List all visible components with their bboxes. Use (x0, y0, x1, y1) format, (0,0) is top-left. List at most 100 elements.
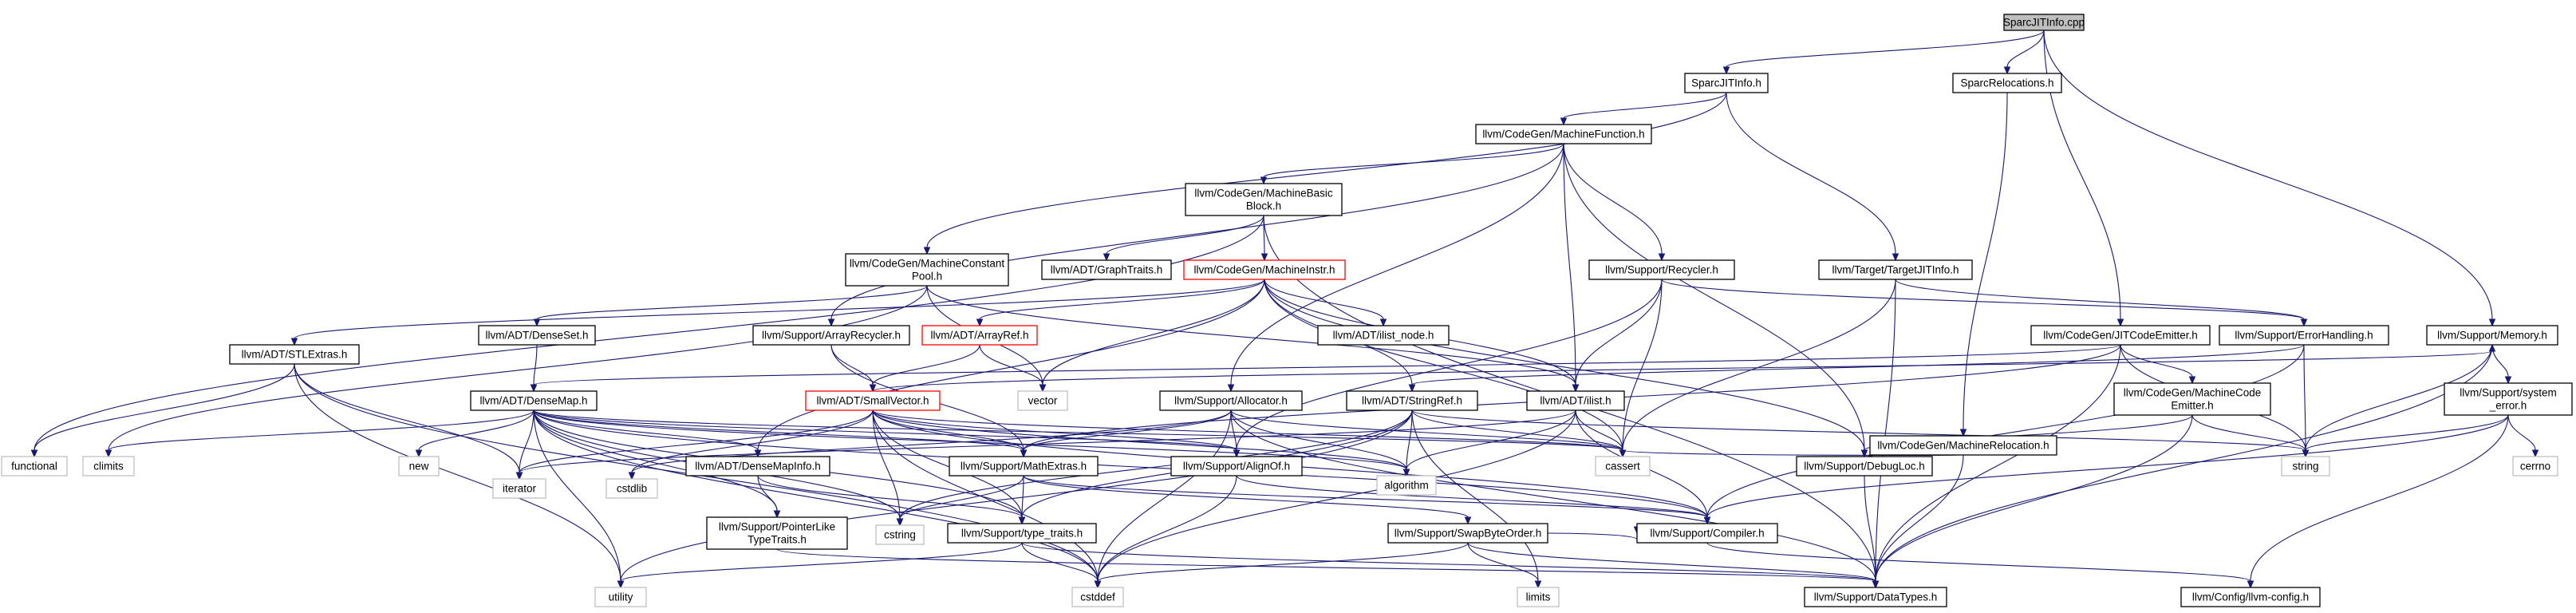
node-label: climits (93, 461, 124, 473)
node-sparcjitinfo_h[interactable]: SparcJITInfo.h (1684, 73, 1769, 93)
node-ilist_node[interactable]: llvm/ADT/ilist_node.h (1317, 325, 1450, 346)
node-label: SparcRelocations.h (1960, 77, 2053, 89)
edge-system_error-to-cerrno (2507, 414, 2539, 458)
node-box (1159, 390, 1303, 411)
node-machinefunction[interactable]: llvm/CodeGen/MachineFunction.h (1475, 124, 1652, 144)
edge-machineconstantpool-to-denseset (533, 285, 928, 327)
edge-system_error-to-string (2302, 414, 2509, 458)
node-climits[interactable]: climits (82, 456, 135, 477)
node-llvm_config[interactable]: llvm/Config/llvm-config.h (2180, 587, 2321, 607)
node-sparcrelocations_h[interactable]: SparcRelocations.h (1952, 73, 2062, 93)
node-functional[interactable]: functional (1, 456, 68, 477)
edge-denseset-to-densemap (530, 344, 538, 393)
node-label: llvm/CodeGen/MachineConstant (850, 258, 1005, 270)
edge-machineinstr-to-ilist_node (1264, 279, 1387, 327)
node-machineinstr[interactable]: llvm/CodeGen/MachineInstr.h (1183, 259, 1346, 280)
edge-ilist-to-iterator (515, 409, 1576, 481)
node-compiler[interactable]: llvm/Support/Compiler.h (1636, 523, 1778, 544)
node-label: llvm/Support/AlignOf.h (1183, 461, 1290, 473)
edge-type_traits-to-utility (617, 542, 1023, 589)
node-box (82, 456, 135, 477)
node-algorithm[interactable]: algorithm (1376, 475, 1437, 496)
node-datatypes[interactable]: llvm/Support/DataTypes.h (1804, 587, 1947, 607)
node-recycler[interactable]: llvm/Support/Recycler.h (1588, 259, 1735, 280)
node-iterator[interactable]: iterator (492, 478, 546, 499)
node-mathextras[interactable]: llvm/Support/MathExtras.h (949, 456, 1099, 477)
node-label: llvm/Support/Memory.h (2437, 330, 2547, 342)
node-box (2512, 456, 2558, 477)
node-memory[interactable]: llvm/Support/Memory.h (2426, 325, 2558, 346)
node-label: llvm/ADT/StringRef.h (1362, 395, 1462, 407)
node-label: llvm/ADT/GraphTraits.h (1051, 264, 1163, 276)
edge-machineinstr-to-vector (1039, 279, 1265, 393)
node-system_error[interactable]: llvm/Support/system_error.h (2444, 382, 2573, 416)
edge-alignof-to-compiler (1236, 475, 1711, 525)
node-box (685, 456, 830, 477)
node-box (752, 325, 910, 346)
node-denseset[interactable]: llvm/ADT/DenseSet.h (478, 325, 596, 346)
node-densemap[interactable]: llvm/ADT/DenseMap.h (470, 390, 598, 411)
node-box (1317, 325, 1450, 346)
edge-swapbyteorder-to-compiler (1547, 526, 1641, 540)
node-swapbyteorder[interactable]: llvm/Support/SwapByteOrder.h (1387, 523, 1548, 544)
node-limits[interactable]: limits (1517, 587, 1560, 607)
node-label: utility (609, 591, 633, 603)
node-label: vector (1028, 395, 1058, 407)
edge-alignof-to-cstddef (1094, 475, 1237, 589)
node-box (2219, 325, 2389, 346)
node-new[interactable]: new (398, 456, 440, 477)
node-ilist[interactable]: llvm/ADT/ilist.h (1526, 390, 1625, 411)
node-alignof[interactable]: llvm/Support/AlignOf.h (1170, 456, 1303, 477)
node-label: llvm/Support/Recycler.h (1605, 264, 1718, 276)
edge-swapbyteorder-to-limits (1467, 542, 1542, 589)
edge-allocator-to-cstdlib (628, 409, 1232, 481)
node-type_traits[interactable]: llvm/Support/type_traits.h (947, 523, 1097, 544)
node-label: TypeTraits.h (748, 534, 807, 546)
node-targetjitinfo[interactable]: llvm/Target/TargetJITInfo.h (1818, 259, 1973, 280)
node-vector[interactable]: vector (1017, 390, 1068, 411)
node-label: llvm/CodeGen/MachineFunction.h (1482, 129, 1644, 140)
node-label: string (2292, 461, 2318, 473)
node-arrayrecycler[interactable]: llvm/Support/ArrayRecycler.h (752, 325, 910, 346)
node-smallvector[interactable]: llvm/ADT/SmallVector.h (805, 390, 941, 411)
node-label: _error.h (2489, 400, 2527, 412)
node-box (2444, 382, 2573, 416)
node-stringref[interactable]: llvm/ADT/StringRef.h (1346, 390, 1478, 411)
node-allocator[interactable]: llvm/Support/Allocator.h (1159, 390, 1303, 411)
node-label: llvm/Support/ArrayRecycler.h (762, 330, 901, 342)
node-graphtraits[interactable]: llvm/ADT/GraphTraits.h (1041, 259, 1172, 280)
node-string[interactable]: string (2281, 456, 2330, 477)
node-densemapinfo[interactable]: llvm/ADT/DenseMapInfo.h (685, 456, 830, 477)
node-cstddef[interactable]: cstddef (1071, 587, 1124, 607)
edge-swapbyteorder-to-cstddef (1094, 542, 1469, 589)
node-stlextras[interactable]: llvm/ADT/STLExtras.h (229, 344, 360, 365)
node-root[interactable]: SparcJITInfo.cpp (2003, 14, 2085, 31)
edge-smallvector-to-cstring (872, 409, 904, 527)
node-arrayref[interactable]: llvm/ADT/ArrayRef.h (921, 325, 1038, 346)
edge-machineconstantpool-to-climits (105, 285, 928, 458)
edge-type_traits-to-datatypes (1021, 542, 1880, 589)
node-cstdlib[interactable]: cstdlib (606, 478, 658, 499)
edge-compiler-to-llvm_config (1706, 542, 2254, 589)
node-box (398, 456, 440, 477)
node-cerrno[interactable]: cerrno (2512, 456, 2558, 477)
node-cstring[interactable]: cstring (875, 524, 925, 545)
node-label: Block.h (1246, 200, 1281, 212)
node-utility[interactable]: utility (594, 587, 647, 607)
node-debugloc[interactable]: llvm/Support/DebugLoc.h (1796, 456, 1933, 477)
node-label: new (409, 461, 429, 473)
node-cassert[interactable]: cassert (1595, 456, 1651, 477)
node-jitcodeemitter[interactable]: llvm/CodeGen/JITCodeEmitter.h (2030, 325, 2211, 346)
node-box (947, 523, 1097, 544)
node-errorhandling[interactable]: llvm/Support/ErrorHandling.h (2219, 325, 2389, 346)
edge-machinecodeemitter-to-string (2191, 414, 2310, 458)
node-label: functional (11, 461, 57, 473)
node-box (1, 456, 68, 477)
edge-smallvector-to-alignof (872, 409, 1241, 458)
node-machinerelocation[interactable]: llvm/CodeGen/MachineRelocation.h (1869, 435, 2057, 456)
